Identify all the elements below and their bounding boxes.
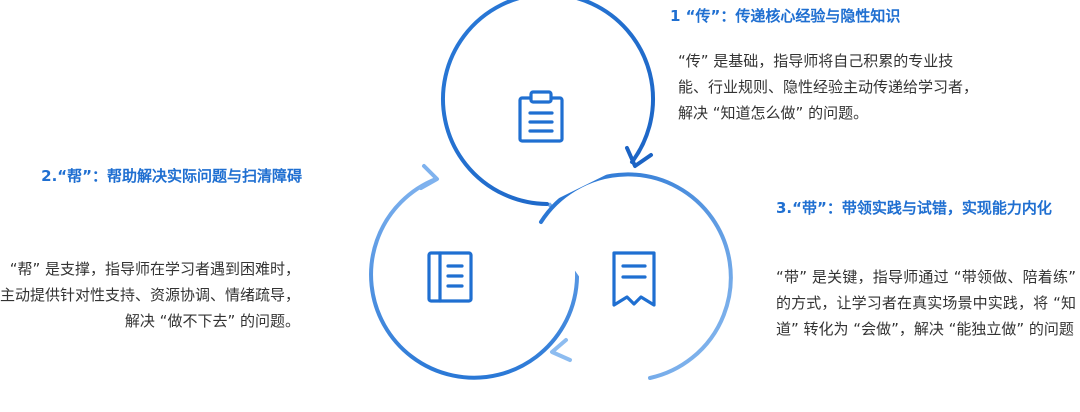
clipboard-icon: [518, 90, 564, 143]
ring-bang: [369, 164, 580, 380]
section-title-bang: 2.“帮”：帮助解决实际问题与扫清障碍: [41, 167, 302, 185]
section-body-chuan: “传” 是基础，指导师将自己积累的专业技能、行业规则、隐性经验主动传递给学习者，…: [678, 52, 979, 122]
receipt-icon: [612, 251, 656, 307]
section-title-dai: 3.“带”：带领实践与试错，实现能力内化: [776, 199, 1052, 217]
section-body-bang: “帮” 是支撑，指导师在学习者遇到困难时，主动提供针对性支持、资源协调、情绪疏导…: [0, 260, 301, 330]
section-body-dai: “带” 是关键，指导师通过 “带领做、陪着练” 的方式，让学习者在真实场景中实践…: [776, 268, 1076, 338]
section-title-chuan: 1 “传”：传递核心经验与隐性知识: [670, 7, 901, 25]
notebook-icon: [427, 251, 473, 303]
